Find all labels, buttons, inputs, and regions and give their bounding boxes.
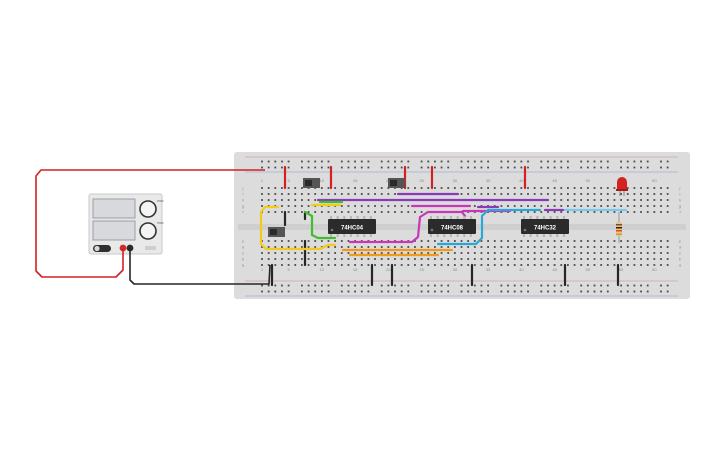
column-label: 10	[320, 267, 325, 272]
column-label: 40	[519, 178, 524, 183]
column-label: 5	[287, 267, 290, 272]
ic-74hc04[interactable]: 74HC04	[328, 216, 376, 237]
column-label: 60	[652, 267, 657, 272]
row-label: j	[242, 186, 244, 191]
ic-74hc08-label: 74HC08	[441, 226, 464, 232]
row-label: c	[679, 251, 681, 256]
cyan-wire[interactable]	[436, 208, 542, 246]
current-display	[92, 220, 136, 241]
column-label: 15	[353, 267, 358, 272]
voltage-knob-mark: max	[157, 199, 164, 203]
column-label: 50	[586, 178, 591, 183]
column-label: 30	[453, 267, 458, 272]
row-label: d	[679, 245, 681, 250]
column-label: 40	[519, 267, 524, 272]
negative-power-lead[interactable]	[129, 248, 271, 285]
resistor[interactable]	[616, 212, 622, 243]
row-label: a	[242, 263, 245, 268]
column-label: 55	[619, 267, 624, 272]
voltage-display	[92, 198, 136, 219]
column-label: 30	[453, 178, 458, 183]
ic-74hc04-label: 74HC04	[341, 226, 364, 232]
slide-switch-1[interactable]	[303, 178, 320, 188]
column-label: 50	[586, 267, 591, 272]
column-label: 10	[320, 178, 325, 183]
column-label: 15	[353, 178, 358, 183]
column-label: 1	[261, 178, 264, 183]
voltage-knob[interactable]	[139, 200, 157, 218]
column-label: 5	[287, 178, 290, 183]
row-label: h	[679, 198, 681, 203]
row-label: g	[242, 204, 244, 209]
row-label: b	[242, 257, 245, 262]
breadboard-rail-lines	[245, 156, 678, 297]
ic-74hc08[interactable]: 74HC08	[428, 216, 476, 237]
row-label: j	[679, 186, 681, 191]
column-label: 35	[486, 267, 491, 272]
slide-switch-3[interactable]	[268, 227, 285, 237]
power-leads	[35, 169, 271, 285]
row-label: c	[242, 251, 244, 256]
row-label: e	[679, 239, 682, 244]
current-knob-mark: max	[157, 221, 164, 225]
power-supply[interactable]: max max	[88, 193, 164, 255]
column-label: 20	[386, 267, 391, 272]
magenta-wire[interactable]	[348, 210, 467, 244]
column-label: 45	[552, 267, 557, 272]
green-wire[interactable]	[303, 210, 337, 240]
row-label: b	[679, 257, 682, 262]
row-label: a	[679, 263, 682, 268]
slide-switch-2[interactable]	[388, 178, 405, 188]
column-label: 60	[652, 178, 657, 183]
row-label: i	[680, 192, 681, 197]
row-label: h	[242, 198, 244, 203]
row-label: e	[242, 239, 245, 244]
row-label: i	[243, 192, 244, 197]
column-label: 25	[419, 178, 424, 183]
row-label: d	[242, 245, 244, 250]
jumper-wires	[259, 165, 628, 287]
row-label: f	[242, 210, 244, 215]
column-label: 35	[486, 178, 491, 183]
ic-74hc32[interactable]: 74HC32	[521, 216, 569, 237]
column-label: 45	[552, 178, 557, 183]
positive-power-lead[interactable]	[35, 169, 265, 278]
column-label: 1	[261, 267, 264, 272]
yellow-wire[interactable]	[259, 205, 337, 251]
ic-74hc32-label: 74HC32	[534, 226, 557, 232]
row-label: g	[679, 204, 681, 209]
current-knob[interactable]	[139, 222, 157, 240]
led[interactable]	[616, 177, 628, 196]
row-label: f	[679, 210, 681, 215]
column-label: 25	[419, 267, 424, 272]
